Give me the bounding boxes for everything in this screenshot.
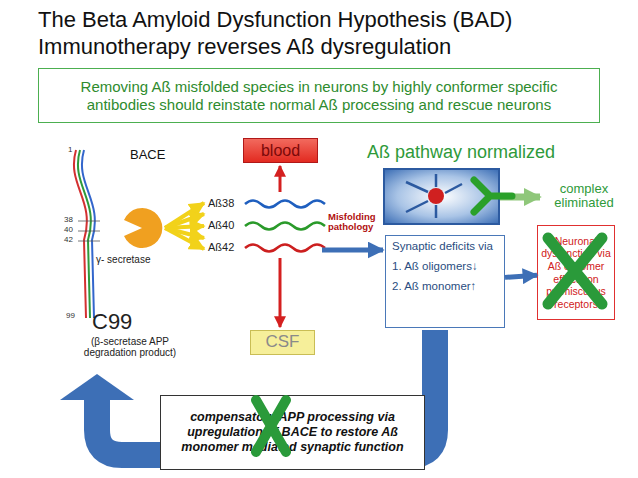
- app-strand: [74, 150, 87, 318]
- enzyme-label: BACE: [130, 148, 165, 162]
- peptide-wave: [245, 201, 325, 208]
- cleavage-tick: [78, 221, 100, 222]
- app-strand: [82, 150, 95, 318]
- complex-arrow: [406, 182, 428, 192]
- peptide-wave: [245, 245, 325, 252]
- residue-number: 1: [68, 146, 72, 155]
- pathway-box: Aß pathway normalized: [383, 168, 500, 225]
- residue-number: 38: [64, 216, 73, 225]
- misfolding-arrow: [322, 248, 383, 253]
- arrow-label: Misfolding pathology: [328, 212, 386, 233]
- csf-box: CSF: [250, 330, 315, 355]
- feedback-arrow-head: [60, 374, 134, 400]
- neuronal-box: Neuronal dysfunction via Aß oligomer eff…: [537, 225, 615, 320]
- diagram-title: The Beta Amyloid Dysfunction Hypothesis …: [38, 6, 613, 60]
- box-text: compensatory APP processing via upregula…: [167, 410, 418, 455]
- feedback-arrow: [97, 330, 435, 455]
- complex-arrow: [445, 184, 462, 193]
- clearance-arrow: [279, 166, 282, 192]
- secretase-symbol: [124, 208, 162, 248]
- residue-number: 99: [66, 312, 75, 321]
- cleavage-arrow: [165, 214, 204, 228]
- box-text: Synaptic deficits via: [392, 240, 498, 254]
- box-text: Neuronal dysfunction via Aß oligomer eff…: [541, 235, 611, 311]
- cleavage-arrow: [165, 226, 204, 228]
- fragment-label: C99: [92, 310, 132, 334]
- residue-number: 40: [64, 226, 73, 235]
- cleavage-tick: [78, 231, 100, 232]
- box-text: blood: [244, 141, 317, 160]
- box-text: Removing Aß misfolded species in neurons…: [47, 78, 591, 114]
- peptide-label: Aß38: [208, 197, 234, 209]
- cleavage-arrow: [165, 228, 204, 238]
- residue-number: 42: [64, 236, 73, 245]
- box-heading: Aß pathway normalized: [367, 142, 555, 164]
- blood-box: blood: [243, 138, 318, 163]
- cross-mark: [548, 238, 602, 304]
- clearance-arrow: [279, 258, 282, 327]
- app-strand: [78, 150, 91, 318]
- elimination-arrow: [500, 194, 540, 201]
- complex-arrow: [406, 201, 428, 212]
- peptide-label: Aß40: [208, 219, 234, 231]
- cleavage-arrow: [165, 228, 204, 249]
- outcome-label: complex eliminated: [540, 182, 628, 211]
- cleavage-tick: [78, 241, 100, 242]
- box-text: CSF: [251, 332, 314, 352]
- fragment-note: (β-secretase APP degradation product): [80, 336, 180, 358]
- box-text: 2. Aß monomer↑: [392, 280, 498, 294]
- complex-arrow: [435, 205, 438, 218]
- compensatory-box: compensatory APP processing via upregula…: [160, 395, 425, 470]
- box-text: 1. Aß oligomers↓: [392, 260, 498, 274]
- peptide-wave: [245, 223, 325, 230]
- cross-mark: [256, 400, 286, 452]
- complex-arrow: [435, 174, 438, 187]
- oligomer-blob: [428, 188, 444, 204]
- flow-arrow: [505, 275, 537, 277]
- cleavage-arrow: [165, 203, 204, 228]
- enzyme-label: γ- secretase: [96, 254, 150, 265]
- hypothesis-box: Removing Aß misfolded species in neurons…: [38, 68, 600, 123]
- antibody-symbol: [474, 180, 512, 212]
- synaptic-box: Synaptic deficits via 1. Aß oligomers↓ 2. …: [385, 235, 505, 328]
- peptide-label: Aß42: [208, 241, 234, 253]
